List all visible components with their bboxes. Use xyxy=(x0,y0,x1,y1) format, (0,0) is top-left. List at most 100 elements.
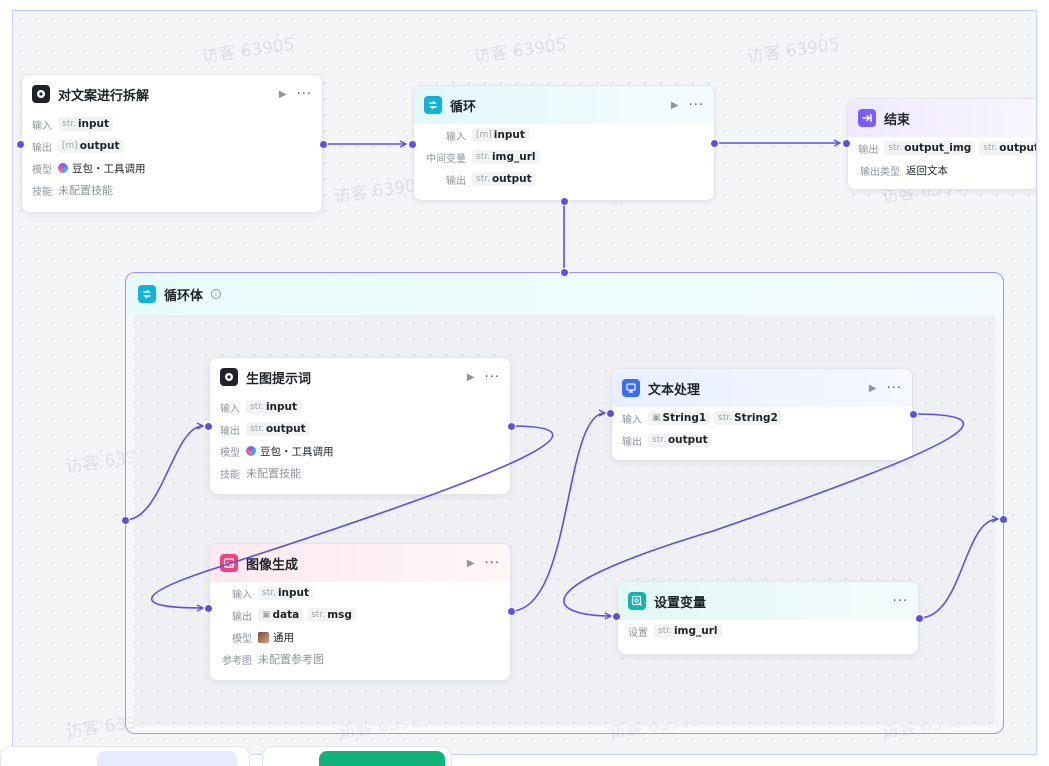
more-icon[interactable]: ··· xyxy=(886,380,902,396)
input-param: [m]input xyxy=(472,128,529,142)
more-icon[interactable]: ··· xyxy=(484,369,500,385)
output-label: 输出 xyxy=(232,611,252,623)
input-param: str.input xyxy=(58,117,114,131)
skill-value: 未配置技能 xyxy=(246,467,301,480)
model-value: 豆包・工具调用 xyxy=(72,162,146,175)
model-label: 模型 xyxy=(232,633,252,645)
node-header[interactable]: 生图提示词 ▶··· xyxy=(210,358,510,396)
input-param: str.input xyxy=(258,586,314,600)
model-value: 通用 xyxy=(273,631,294,644)
node-header[interactable]: 结束 xyxy=(848,99,1036,137)
port-in[interactable] xyxy=(408,140,417,149)
model-value: 豆包・工具调用 xyxy=(260,445,334,458)
node-title: 设置变量 xyxy=(654,595,707,611)
more-icon[interactable]: ··· xyxy=(892,593,908,609)
port-in[interactable] xyxy=(606,409,615,418)
text-process-icon xyxy=(622,379,640,397)
model-label: 模型 xyxy=(220,447,240,459)
set-label: 设置 xyxy=(628,627,648,639)
watermark: 访客 63905 xyxy=(745,34,841,68)
port-out[interactable] xyxy=(710,139,719,148)
run-icon[interactable]: ▶ xyxy=(868,382,877,394)
loop-icon xyxy=(138,285,156,303)
workflow-canvas[interactable]: 访客 63905 访客 63905 访客 63905 访客 63905 访客 6… xyxy=(12,10,1037,755)
doubao-icon xyxy=(246,446,256,456)
output-param: ▣data xyxy=(258,608,304,622)
toolbar-button[interactable] xyxy=(97,751,237,766)
skill-label: 技能 xyxy=(220,469,240,481)
port-out[interactable] xyxy=(319,140,328,149)
node-set-variable[interactable]: 设置变量 ··· 设置 str.img_url xyxy=(617,581,919,655)
output-param: str.output xyxy=(246,422,310,436)
node-title: 结束 xyxy=(884,112,911,128)
more-icon[interactable]: ··· xyxy=(688,97,704,113)
port-in[interactable] xyxy=(16,140,25,149)
node-title: 循环 xyxy=(450,99,477,115)
test-run-button[interactable] xyxy=(319,751,445,766)
loop-body-header[interactable]: 循环体 i xyxy=(126,273,1003,315)
more-icon[interactable]: ··· xyxy=(296,86,312,102)
set-param: str.img_url xyxy=(654,624,722,638)
llm-icon xyxy=(32,85,50,103)
port-in[interactable] xyxy=(204,422,213,431)
port-in[interactable] xyxy=(612,612,621,621)
input-param: ▣String1 xyxy=(648,411,711,425)
run-icon[interactable]: ▶ xyxy=(278,88,287,100)
input-param: str.input xyxy=(246,400,302,414)
llm-icon xyxy=(220,368,238,386)
node-header[interactable]: 循环 ▶ ··· xyxy=(414,86,714,124)
output-label: 输出 xyxy=(858,144,879,156)
run-icon[interactable]: ▶ xyxy=(466,371,475,383)
node-header[interactable]: 设置变量 ··· xyxy=(618,582,918,620)
input-label: 输入 xyxy=(446,131,466,143)
output-label: 输出 xyxy=(220,425,240,437)
port-out[interactable] xyxy=(915,614,924,623)
port-group-top[interactable] xyxy=(560,268,569,277)
run-icon[interactable]: ▶ xyxy=(466,557,475,569)
node-header[interactable]: 文本处理 ▶ ··· xyxy=(612,369,912,407)
port-out[interactable] xyxy=(909,410,918,419)
image-icon xyxy=(220,554,238,572)
set-variable-icon xyxy=(628,592,646,610)
output-label: 输出 xyxy=(32,142,52,154)
doubao-icon xyxy=(58,163,68,173)
node-title: 对文案进行拆解 xyxy=(58,88,150,104)
bottom-actions[interactable] xyxy=(262,746,452,766)
node-header[interactable]: 图像生成 ▶ ··· xyxy=(210,544,510,582)
output-param: str.output_img xyxy=(884,141,976,155)
more-icon[interactable]: ··· xyxy=(484,555,500,571)
node-title: 文本处理 xyxy=(648,382,701,398)
port-loop-body[interactable] xyxy=(560,197,569,206)
port-group-in[interactable] xyxy=(121,516,130,525)
output-label: 输出 xyxy=(622,436,642,448)
port-in[interactable] xyxy=(204,604,213,613)
port-out[interactable] xyxy=(507,422,516,431)
port-group-out[interactable] xyxy=(999,515,1008,524)
output-param: [m]output xyxy=(58,139,124,153)
output-param: str.output xyxy=(979,141,1036,155)
watermark: 访客 63905 xyxy=(472,34,568,68)
port-out[interactable] xyxy=(507,607,516,616)
run-icon[interactable]: ▶ xyxy=(670,99,679,111)
node-header[interactable]: 对文案进行拆解 ▶ ··· xyxy=(22,75,322,113)
loop-icon xyxy=(424,96,442,114)
watermark: 访客 63905 xyxy=(200,34,296,68)
info-icon[interactable]: i xyxy=(211,289,222,299)
output-param: str.output xyxy=(648,433,712,447)
skill-label: 技能 xyxy=(32,186,52,198)
ref-image-label: 参考图 xyxy=(222,655,252,667)
output-param: str.msg xyxy=(307,608,356,622)
output-param: str.output xyxy=(472,172,536,186)
output-type-value: 返回文本 xyxy=(906,164,948,177)
port-in[interactable] xyxy=(842,139,851,148)
node-title: 图像生成 xyxy=(246,557,299,573)
model-avatar-icon xyxy=(258,631,269,643)
loop-body-title: 循环体 xyxy=(164,288,204,304)
bottom-toolbar[interactable] xyxy=(0,746,250,766)
